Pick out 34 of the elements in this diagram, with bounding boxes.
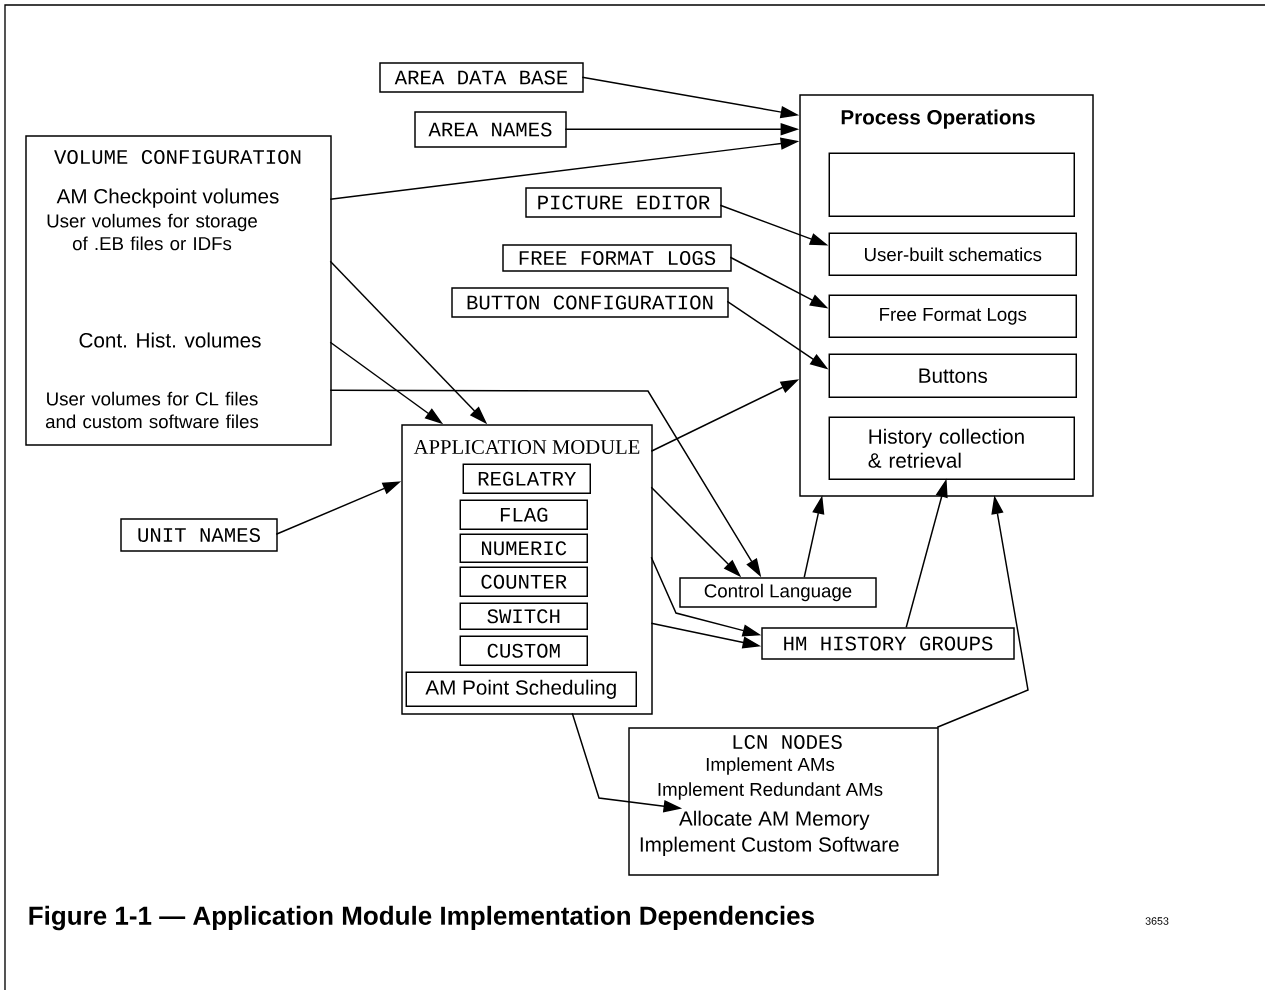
label-box: Buttons xyxy=(828,353,1077,398)
label-box: History collection & retrieval xyxy=(828,416,1075,480)
label-box: COUNTER xyxy=(459,566,588,597)
label-box: NUMERIC xyxy=(459,533,588,563)
label-box: PICTURE EDITOR xyxy=(525,187,722,218)
list-text: Implement Redundant AMs xyxy=(658,782,883,800)
label-box: AREA DATA BASE xyxy=(379,62,584,93)
panel-heading: VOLUME CONFIGURATION xyxy=(54,150,301,165)
panel-heading: LCN NODES xyxy=(733,735,842,750)
label-box: REGLATRY xyxy=(462,463,591,494)
label-box: CUSTOM xyxy=(459,635,588,666)
list-text: Implement Custom Software xyxy=(640,836,899,856)
label-box: FREE FORMAT LOGS xyxy=(502,244,732,272)
list-text: Allocate AM Memory xyxy=(679,810,870,830)
label-box: AM Point Scheduling xyxy=(405,671,637,707)
list-text: Implement AMs xyxy=(706,757,835,775)
label-box: AREA NAMES xyxy=(414,111,567,148)
panel-heading: APPLICATION MODULE xyxy=(413,440,640,454)
list-text: User volumes for CL files and custom software files xyxy=(45,391,259,429)
label-box: BUTTON CONFIGURATION xyxy=(451,287,729,318)
label-box: Control Language xyxy=(679,577,877,608)
label-box: UNIT NAMES xyxy=(120,518,278,552)
list-text: AM Checkpoint volumes xyxy=(56,188,279,208)
list-text: Cont. Hist. volumes xyxy=(79,332,261,348)
label-box: HM HISTORY GROUPS xyxy=(761,627,1015,660)
label-box: User-built schematics xyxy=(828,232,1077,276)
figure-caption: Figure 1-1 — Application Module Implementation Dependencies xyxy=(29,905,814,931)
label-box: Free Format Logs xyxy=(828,294,1077,338)
list-text: User volumes for storage of .EB files or IDFs xyxy=(47,213,257,251)
panel-heading: Process Operations xyxy=(841,109,1035,129)
label-box: SWITCH xyxy=(459,602,588,630)
label-box: FLAG xyxy=(459,499,588,530)
empty-box xyxy=(828,152,1075,217)
figure-number: 3653 xyxy=(1145,917,1169,925)
